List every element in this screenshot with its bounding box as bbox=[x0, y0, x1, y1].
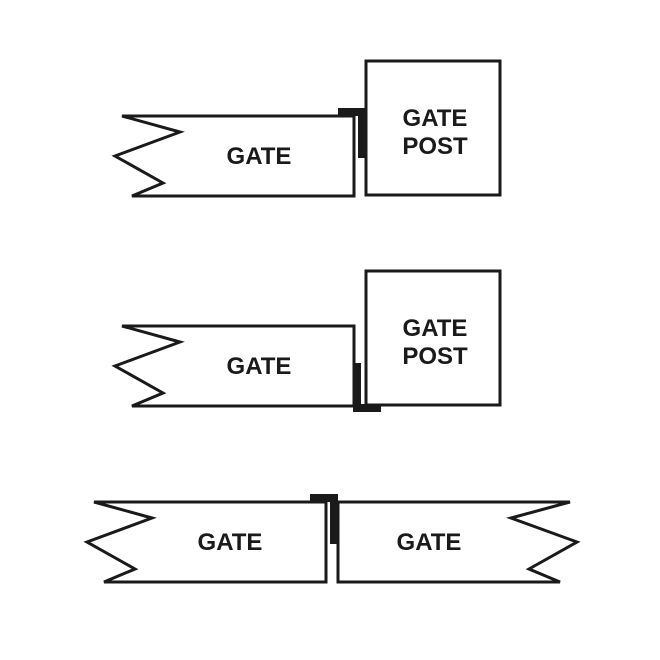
latch-vertical-1 bbox=[358, 108, 366, 158]
diagram-middle: GATE GATE POST bbox=[111, 269, 502, 412]
post-label-1-line2: POST bbox=[402, 133, 468, 160]
post-label-2-line1: GATE bbox=[403, 315, 468, 342]
gate-panel-2 bbox=[111, 324, 356, 408]
diagram-bottom: GATE GATE bbox=[83, 494, 581, 584]
latch-vertical-3 bbox=[330, 494, 338, 544]
latch-horizontal-1 bbox=[338, 108, 366, 116]
gate-post-2 bbox=[364, 269, 502, 407]
post-label-2-line2: POST bbox=[402, 343, 468, 370]
post-label-1-line1: GATE bbox=[403, 105, 468, 132]
gate-panel-left bbox=[83, 500, 328, 584]
gate-label-2: GATE bbox=[227, 353, 292, 380]
latch-horizontal-2 bbox=[353, 404, 381, 412]
right-gate-label: GATE bbox=[397, 529, 462, 556]
latch-horizontal-3 bbox=[310, 494, 338, 502]
latch-vertical-2 bbox=[353, 363, 361, 411]
gate-panel-right bbox=[336, 500, 581, 584]
gate-post-1 bbox=[364, 59, 502, 197]
gate-panel-1 bbox=[111, 114, 356, 198]
gate-label-1: GATE bbox=[227, 143, 292, 170]
left-gate-label: GATE bbox=[198, 529, 263, 556]
diagram-top: GATE GATE POST bbox=[111, 59, 502, 198]
